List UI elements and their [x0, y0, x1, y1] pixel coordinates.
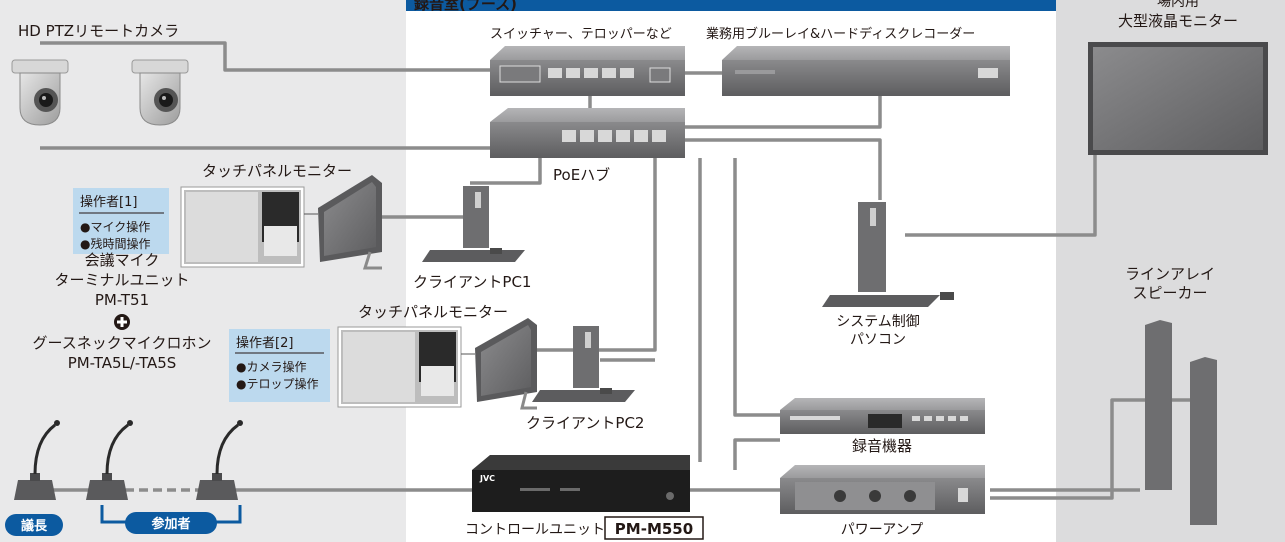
poe-hub-label: PoEハブ — [553, 166, 610, 184]
operator-1-title: 操作者[1] — [80, 194, 137, 210]
power-amp-label: パワーアンプ — [841, 522, 923, 538]
line-array-label-line1: ラインアレイ — [1125, 265, 1215, 283]
studio-title: 録音室(ブース) — [414, 0, 517, 13]
gooseneck-label: グースネックマイクロホン — [33, 334, 212, 352]
monitor-label-line1: 場内用 — [1157, 0, 1199, 10]
tower-pc-icon — [822, 202, 954, 307]
studio-title-bar — [406, 0, 1056, 11]
mic-unit-model: PM-T51 — [95, 291, 149, 309]
cables — [40, 41, 1190, 500]
gooseneck-mic-icon — [86, 420, 133, 500]
operator-2-task-2: ●テロップ操作 — [236, 376, 318, 391]
power-amp-device — [780, 465, 985, 514]
audio-recorder-device — [780, 398, 985, 434]
touch-panel-screenshot-1 — [180, 186, 305, 268]
plus-icon — [114, 314, 130, 330]
gooseneck-model: PM-TA5L/-TA5S — [68, 354, 177, 372]
client-pc1-label: クライアントPC1 — [413, 273, 531, 291]
operator-2-title: 操作者[2] — [236, 335, 293, 351]
tower-pc-icon — [422, 186, 525, 262]
gooseneck-mic-icon — [14, 420, 60, 500]
monitor-label-line2: 大型液晶モニター — [1118, 12, 1238, 30]
bd-recorder-label: 業務用ブルーレイ&ハードディスクレコーダー — [706, 26, 975, 42]
chair-badge — [5, 514, 63, 536]
touch-panel-screenshot-2 — [337, 326, 462, 408]
chair-badge-label: 議長 — [21, 518, 48, 534]
svg-text:JVC: JVC — [479, 474, 495, 483]
tower-pc-icon — [532, 326, 635, 402]
poe-hub-device — [490, 108, 685, 158]
touch-panel-icon — [475, 318, 537, 410]
gooseneck-mic-icon — [196, 420, 243, 500]
operator-1-task-1: ●マイク操作 — [80, 219, 150, 234]
system-pc-label-line1: システム制御 — [836, 314, 920, 330]
switcher-label: スイッチャー、テロッパーなど — [490, 27, 672, 42]
operator-2-box — [229, 329, 330, 402]
audio-recorder-label: 録音機器 — [852, 437, 912, 455]
control-unit-label: コントロールユニット — [465, 522, 605, 538]
touch-panel-icon — [318, 175, 382, 270]
mic-unit-label-line2: ターミナルユニット — [54, 271, 189, 289]
control-unit-model-box — [604, 516, 704, 540]
mic-unit-label-line1: 会議マイク — [85, 251, 160, 269]
operator-1-task-2: ●残時間操作 — [80, 236, 150, 251]
client-pc2-label: クライアントPC2 — [526, 414, 644, 432]
line-array-label-line2: スピーカー — [1132, 284, 1207, 302]
large-monitor-device — [1088, 42, 1268, 155]
operator-2-task-1: ●カメラ操作 — [236, 359, 306, 374]
participant-badge — [125, 512, 217, 534]
participant-badge-label: 参加者 — [151, 516, 190, 532]
touch-panel-1-label: タッチパネルモニター — [202, 162, 352, 180]
line-array-speaker-icon — [1145, 320, 1217, 525]
ptz-camera-icon — [131, 59, 189, 126]
control-unit-model: PM-M550 — [615, 520, 693, 538]
ptz-camera-icon — [11, 59, 69, 126]
camera-label: HD PTZリモートカメラ — [18, 22, 179, 40]
switcher-device — [490, 46, 685, 96]
control-unit-device: JVC — [472, 455, 690, 512]
bd-recorder-device — [722, 46, 1010, 96]
operator-1-box — [73, 188, 169, 254]
touch-panel-2-label: タッチパネルモニター — [358, 303, 508, 321]
system-pc-label-line2: パソコン — [850, 332, 906, 348]
